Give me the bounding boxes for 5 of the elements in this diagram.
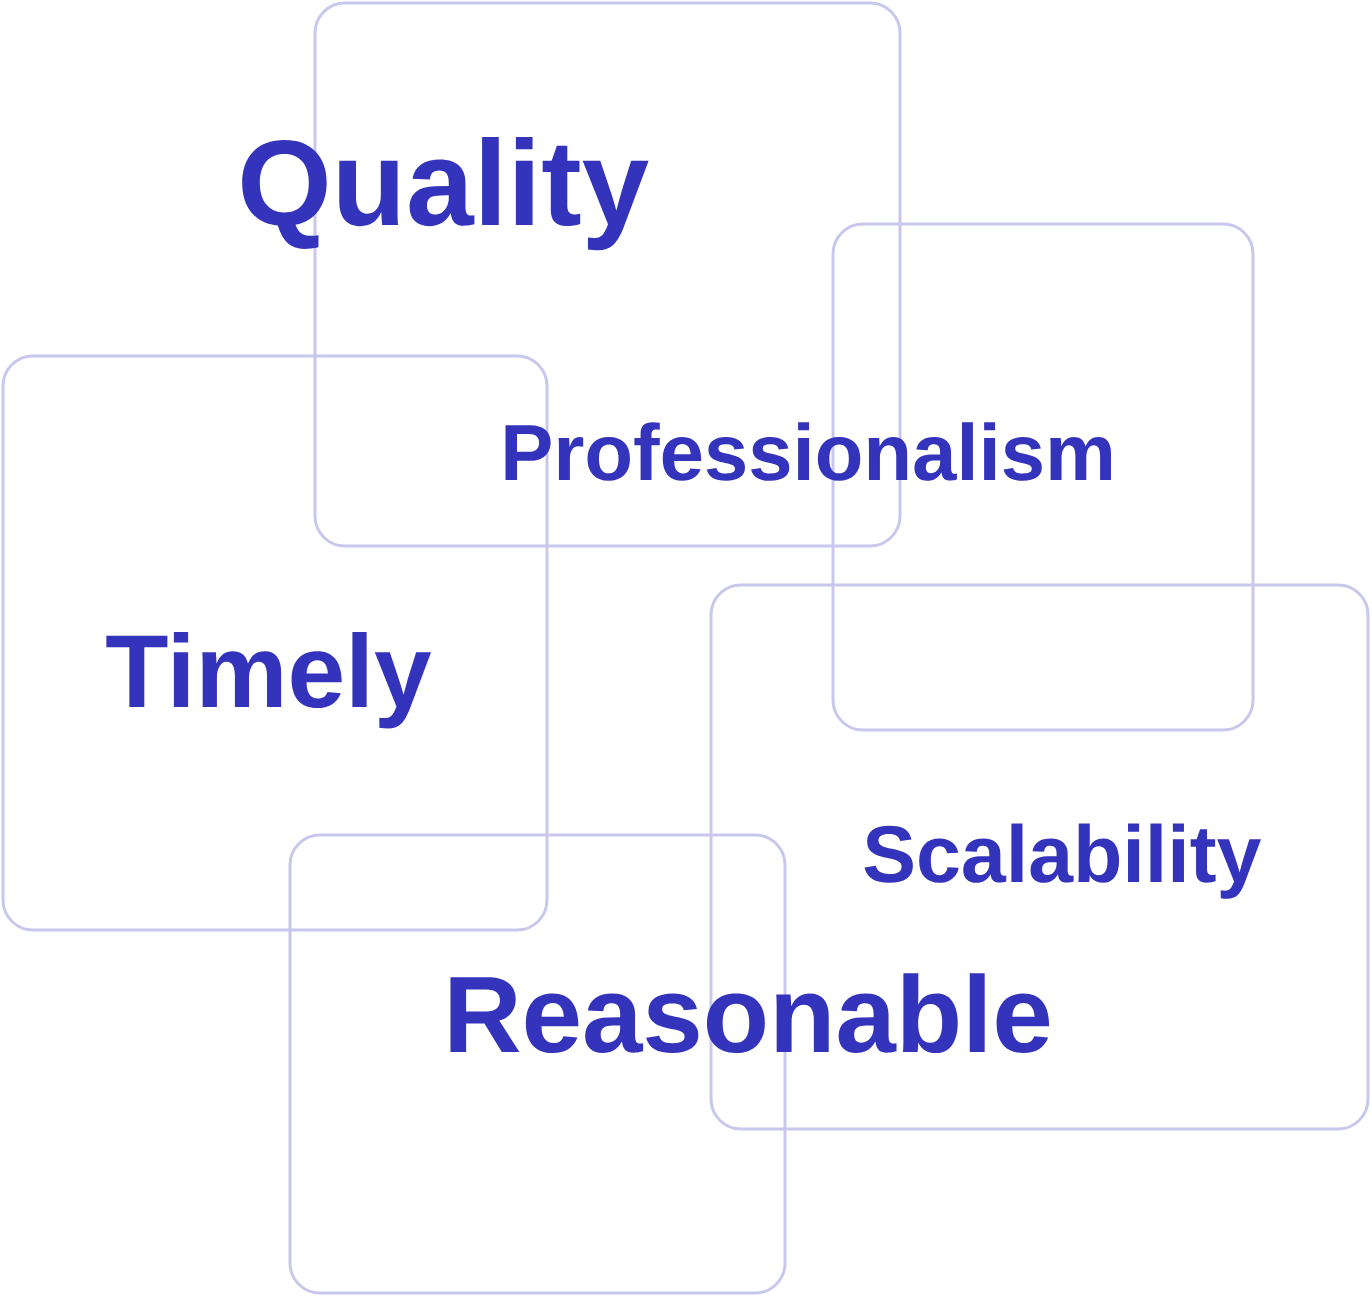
word-label: Quality [242, 136, 649, 251]
word-label: Reasonable [450, 973, 1050, 1054]
word-label: Timely [106, 631, 432, 729]
word-label: Scalability [864, 823, 1261, 899]
word-label: Professionalism [505, 422, 1111, 481]
